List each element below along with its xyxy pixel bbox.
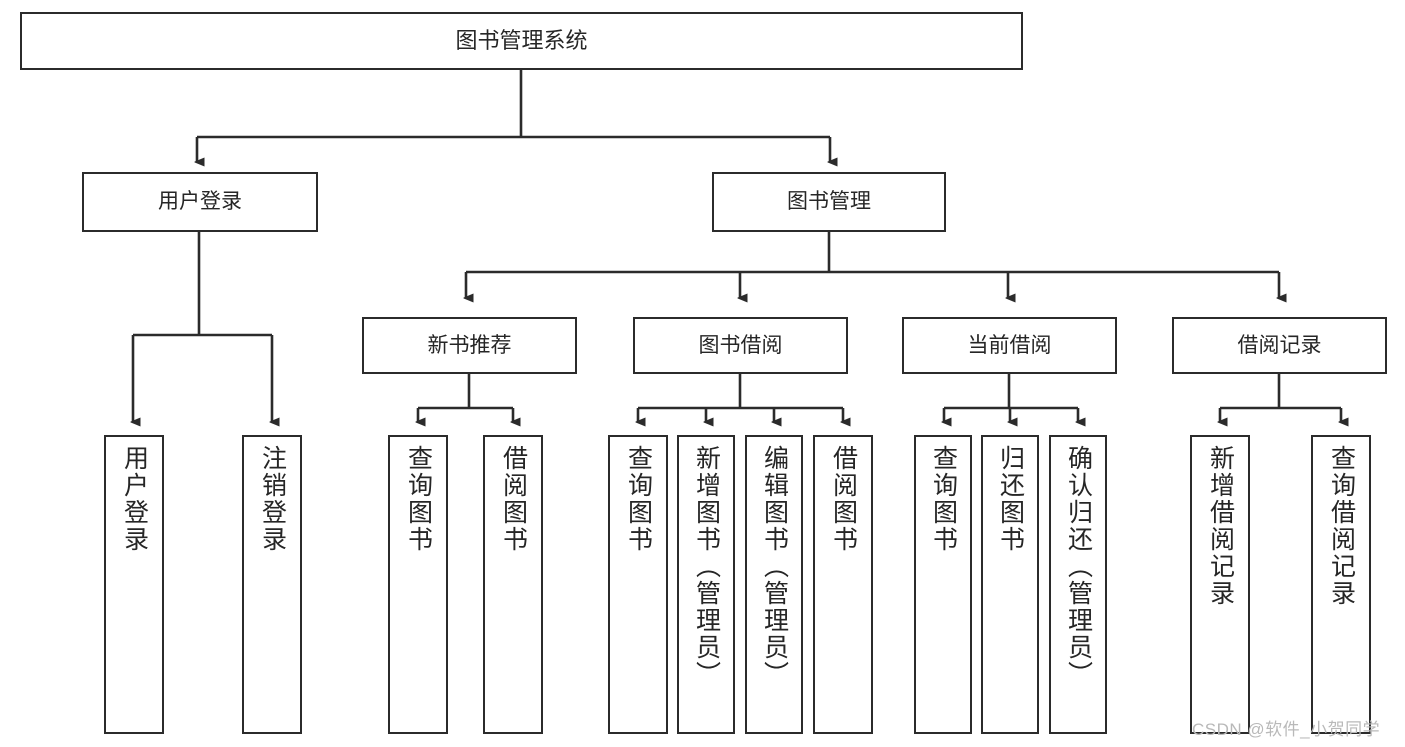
leaf-book-borrow-add-book-admin[interactable]: 新增图书（管理员） bbox=[677, 435, 735, 734]
node-label: 借阅图书 bbox=[499, 445, 528, 553]
leaf-book-borrow-borrow-book[interactable]: 借阅图书 bbox=[813, 435, 873, 734]
leaf-current-borrow-confirm-return-admin[interactable]: 确认归还（管理员） bbox=[1049, 435, 1107, 734]
node-current-borrow[interactable]: 当前借阅 bbox=[902, 317, 1117, 374]
node-book-management[interactable]: 图书管理 bbox=[712, 172, 946, 232]
node-borrow-record[interactable]: 借阅记录 bbox=[1172, 317, 1387, 374]
node-label: 用户登录 bbox=[158, 190, 242, 214]
node-label: 新书推荐 bbox=[427, 333, 512, 357]
leaf-user-login-login[interactable]: 用户登录 bbox=[104, 435, 164, 734]
leaf-borrow-record-query-record[interactable]: 查询借阅记录 bbox=[1311, 435, 1371, 734]
leaf-borrow-record-add-record[interactable]: 新增借阅记录 bbox=[1190, 435, 1250, 734]
node-label: 新增借阅记录 bbox=[1206, 445, 1235, 607]
node-label: 借阅记录 bbox=[1237, 333, 1322, 357]
leaf-book-borrow-query-book[interactable]: 查询图书 bbox=[608, 435, 668, 734]
node-label: 图书管理 bbox=[787, 190, 871, 214]
node-book-borrow[interactable]: 图书借阅 bbox=[633, 317, 848, 374]
node-label: 图书管理系统 bbox=[455, 27, 588, 53]
leaf-current-borrow-return-book[interactable]: 归还图书 bbox=[981, 435, 1039, 734]
node-label: 归还图书 bbox=[996, 445, 1025, 553]
node-user-login[interactable]: 用户登录 bbox=[82, 172, 318, 232]
node-label: 借阅图书 bbox=[829, 445, 858, 553]
leaf-user-login-logout[interactable]: 注销登录 bbox=[242, 435, 302, 734]
node-root-book-management-system[interactable]: 图书管理系统 bbox=[20, 12, 1023, 70]
node-new-book-recommend[interactable]: 新书推荐 bbox=[362, 317, 577, 374]
node-label: 编辑图书（管理员） bbox=[760, 445, 789, 688]
leaf-book-borrow-edit-book-admin[interactable]: 编辑图书（管理员） bbox=[745, 435, 803, 734]
node-label: 图书借阅 bbox=[698, 333, 783, 357]
node-label: 查询图书 bbox=[929, 445, 958, 553]
leaf-current-borrow-query-book[interactable]: 查询图书 bbox=[914, 435, 972, 734]
csdn-watermark: CSDN @软件_小贺同学 bbox=[1192, 720, 1381, 739]
node-label: 查询图书 bbox=[624, 445, 653, 553]
leaf-new-book-borrow-book[interactable]: 借阅图书 bbox=[483, 435, 543, 734]
node-label: 查询借阅记录 bbox=[1327, 445, 1356, 607]
leaf-new-book-query-book[interactable]: 查询图书 bbox=[388, 435, 448, 734]
node-label: 确认归还（管理员） bbox=[1064, 445, 1093, 688]
node-label: 新增图书（管理员） bbox=[692, 445, 721, 688]
node-label: 当前借阅 bbox=[967, 333, 1052, 357]
node-label: 用户登录 bbox=[120, 445, 149, 553]
node-label: 查询图书 bbox=[404, 445, 433, 553]
node-label: 注销登录 bbox=[258, 445, 287, 553]
